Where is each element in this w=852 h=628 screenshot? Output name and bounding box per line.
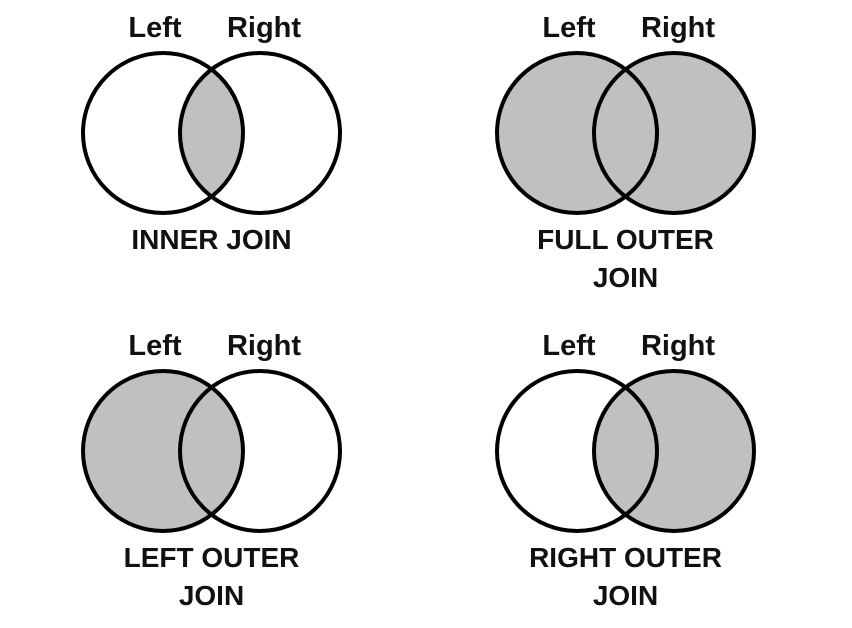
right-set-circle — [178, 51, 342, 215]
right-set-label: Right — [227, 330, 301, 362]
join-caption-line: FULL OUTER — [537, 224, 714, 255]
left-set-circle — [495, 369, 659, 533]
left-set-circle — [495, 51, 659, 215]
right-set-circle — [178, 369, 342, 533]
right-set-label: Right — [227, 12, 301, 44]
left-set-label: Left — [128, 330, 182, 362]
join-caption-line: JOIN — [593, 262, 658, 293]
join-caption-line: INNER JOIN — [131, 224, 291, 255]
left-set-circle — [81, 369, 245, 533]
right-set-circle — [592, 51, 756, 215]
left-set-label: Left — [542, 330, 596, 362]
right-set-label: Right — [641, 330, 715, 362]
right-set-label: Right — [641, 12, 715, 44]
intersection-region — [180, 371, 243, 531]
left-set-circle — [81, 51, 245, 215]
left-set-label: Left — [128, 12, 182, 44]
intersection-region — [180, 53, 243, 213]
right-set-circle — [592, 369, 756, 533]
intersection-region — [594, 53, 657, 213]
join-caption-line: LEFT OUTER — [124, 542, 300, 573]
join-caption-line: RIGHT OUTER — [529, 542, 722, 573]
left-set-label: Left — [542, 12, 596, 44]
intersection-region — [594, 371, 657, 531]
join-caption-line: JOIN — [179, 580, 244, 611]
join-caption-line: JOIN — [593, 580, 658, 611]
